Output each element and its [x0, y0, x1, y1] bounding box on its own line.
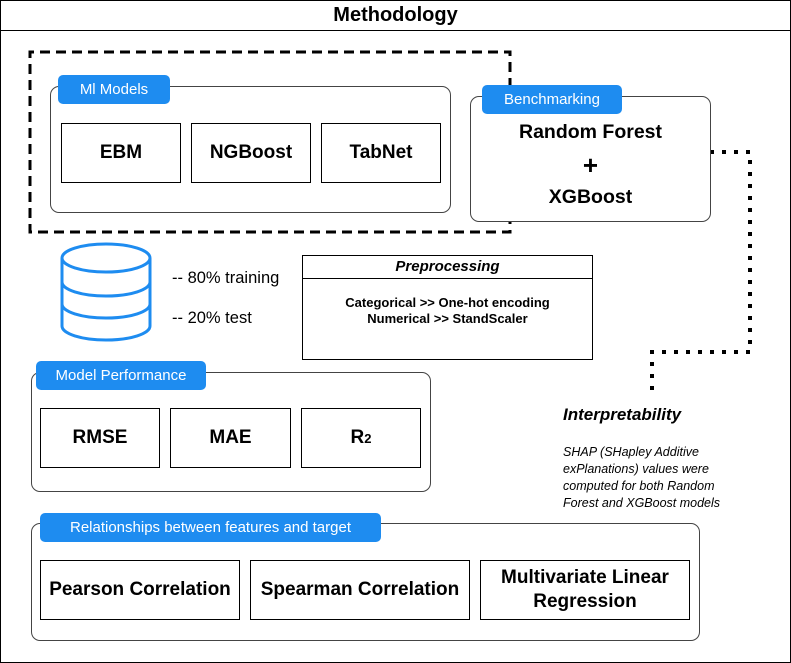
- model-box-ebm: EBM: [61, 123, 181, 183]
- split-test-label: -- 20% test: [172, 309, 252, 327]
- preprocessing-box: Preprocessing Categorical >> One-hot enc…: [302, 255, 593, 360]
- relationships-tag: Relationships between features and targe…: [40, 513, 381, 542]
- metric-r-superscript: 2: [364, 430, 372, 446]
- split-training-label: -- 80% training: [172, 269, 280, 287]
- preprocessing-title: Preprocessing: [303, 256, 592, 279]
- benchmark-xgboost: XGBoost: [548, 186, 633, 208]
- benchmarking-tag: Benchmarking: [482, 85, 622, 114]
- metric-box-rmse: RMSE: [40, 408, 160, 468]
- preprocessing-categorical: Categorical >> One-hot encoding: [345, 295, 550, 310]
- metric-r-label: R: [350, 427, 365, 448]
- relationship-box-mlr: Multivariate Linear Regression: [480, 560, 690, 620]
- ml-benchmark-dashed-outline: [28, 50, 512, 234]
- benchmarking-group: [470, 96, 711, 222]
- relationship-box-spearman: Spearman Correlation: [250, 560, 470, 620]
- ml-models-tag: Ml Models: [58, 75, 170, 104]
- benchmark-interpretability-dotted-connector: [650, 150, 752, 392]
- model-performance-tag: Model Performance: [36, 361, 206, 390]
- model-box-ngboost: NGBoost: [191, 123, 311, 183]
- interpretability-title: Interpretability: [563, 405, 682, 424]
- relationship-box-pearson: Pearson Correlation: [40, 560, 240, 620]
- metric-box-mae: MAE: [170, 408, 291, 468]
- interpretability-description: SHAP (SHapley Additive exPlanations) val…: [563, 445, 721, 510]
- preprocessing-numerical: Numerical >> StandScaler: [367, 311, 528, 326]
- database-icon: [60, 242, 152, 342]
- benchmark-plus: +: [582, 150, 599, 180]
- model-box-tabnet: TabNet: [321, 123, 441, 183]
- benchmark-random-forest: Random Forest: [518, 121, 662, 143]
